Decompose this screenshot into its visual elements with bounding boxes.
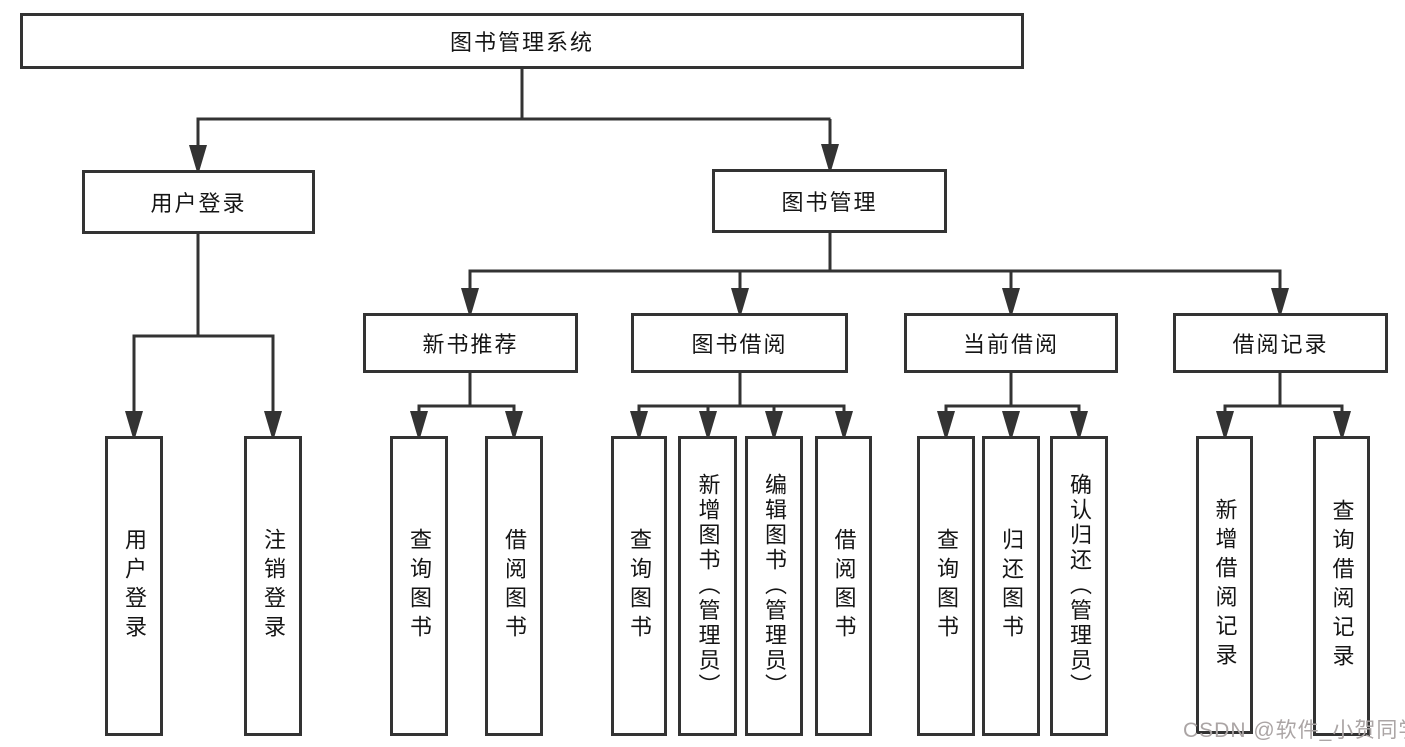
leaf-bb-borrow-books: 借阅图书 (815, 436, 872, 736)
node-book-borrow: 图书借阅 (631, 313, 848, 373)
leaf-cb-query-books-label: 查询图书 (934, 527, 959, 645)
node-book-management-label: 图书管理 (781, 190, 878, 215)
node-new-book-recommend-label: 新书推荐 (422, 332, 519, 357)
leaf-bb-query-books-label: 查询图书 (627, 527, 652, 645)
leaf-br-add-record: 新增借阅记录 (1196, 436, 1253, 734)
node-current-borrow-label: 当前借阅 (962, 332, 1059, 357)
node-book-borrow-label: 图书借阅 (691, 332, 788, 357)
node-user-login: 用户登录 (82, 170, 315, 234)
leaf-cb-confirm-return-admin: 确认归还（管理员） (1050, 436, 1108, 736)
csdn-watermark: CSDN @软件_小贺同学 (1183, 719, 1405, 742)
tree-edges (132, 68, 1344, 412)
leaf-bb-query-books: 查询图书 (611, 436, 667, 736)
leaf-nr-borrow-books: 借阅图书 (485, 436, 543, 736)
node-root-label: 图书管理系统 (449, 30, 594, 55)
node-new-book-recommend: 新书推荐 (363, 313, 578, 373)
leaf-cb-confirm-return-admin-label: 确认归还（管理员） (1067, 473, 1092, 699)
node-root: 图书管理系统 (20, 13, 1024, 69)
leaf-logout-label: 注销登录 (261, 527, 286, 645)
leaf-br-query-record-label: 查询借阅记录 (1329, 498, 1355, 674)
node-user-login-label: 用户登录 (150, 191, 247, 216)
leaf-br-query-record: 查询借阅记录 (1313, 436, 1370, 736)
leaf-cb-query-books: 查询图书 (917, 436, 975, 736)
node-current-borrow: 当前借阅 (904, 313, 1118, 373)
leaf-nr-query-books-label: 查询图书 (407, 527, 432, 645)
leaf-bb-borrow-books-label: 借阅图书 (831, 527, 857, 645)
leaf-bb-add-books-admin-label: 新增图书（管理员） (695, 473, 721, 699)
leaf-bb-edit-books-admin-label: 编辑图书（管理员） (762, 473, 787, 699)
leaf-nr-borrow-books-label: 借阅图书 (502, 527, 527, 645)
node-borrow-records-label: 借阅记录 (1232, 332, 1329, 357)
leaf-user-login-label: 用户登录 (122, 527, 147, 645)
leaf-cb-return-books: 归还图书 (982, 436, 1040, 736)
leaf-bb-edit-books-admin: 编辑图书（管理员） (745, 436, 803, 736)
node-book-management: 图书管理 (712, 169, 947, 233)
leaf-logout: 注销登录 (244, 436, 302, 736)
leaf-cb-return-books-label: 归还图书 (999, 527, 1024, 645)
leaf-bb-add-books-admin: 新增图书（管理员） (678, 436, 737, 736)
leaf-user-login: 用户登录 (105, 436, 163, 736)
leaf-br-add-record-label: 新增借阅记录 (1212, 497, 1238, 673)
leaf-nr-query-books: 查询图书 (390, 436, 448, 736)
node-borrow-records: 借阅记录 (1173, 313, 1388, 373)
